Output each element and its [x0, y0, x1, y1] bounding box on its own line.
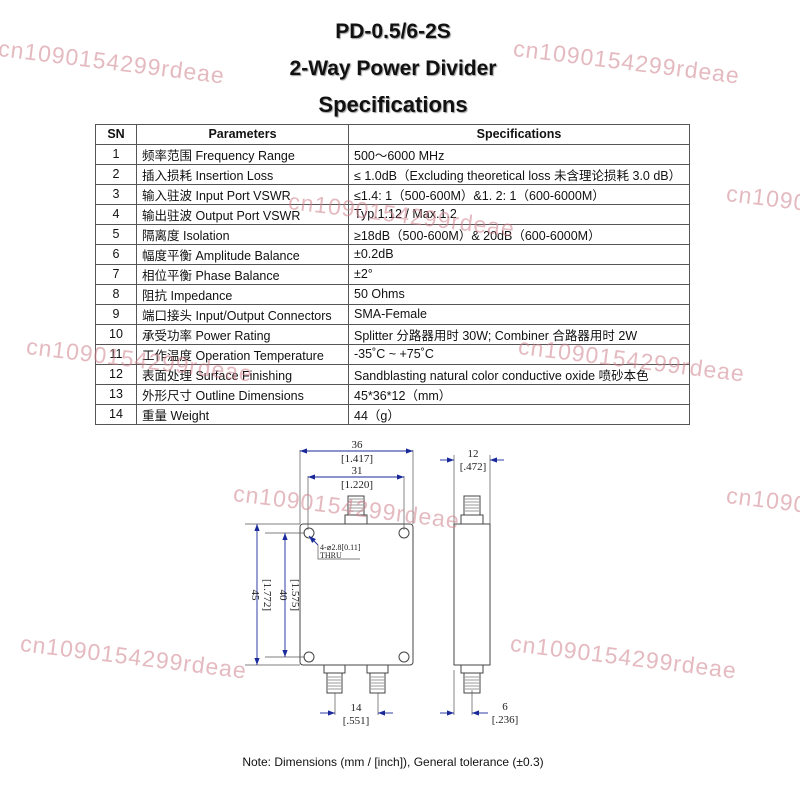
dim-width-mm: 36 [352, 439, 364, 451]
dim-width-in: [1.417] [341, 453, 373, 465]
tolerance-note: Note: Dimensions (mm / [inch]), General … [242, 755, 544, 769]
dim-height-in: [1.772] [261, 579, 273, 611]
row-sn: 10 [95, 323, 137, 345]
row-parameter: 输入驻波 Input Port VSWR [136, 183, 349, 205]
row-specification: ≥18dB（500-600M）& 20dB（600-6000M） [348, 223, 690, 245]
product-title: 2-Way Power Divider [289, 57, 497, 80]
row-parameter: 隔离度 Isolation [136, 223, 349, 245]
section-title: Specifications [318, 92, 468, 117]
row-specification: ≤ 1.0dB（Excluding theoretical loss 未含理论损… [348, 163, 690, 185]
row-specification: 44（g） [348, 403, 690, 425]
row-specification: ±0.2dB [348, 243, 690, 265]
dim-port-offset-mm: 6 [502, 701, 508, 713]
extension-lines [245, 450, 491, 715]
row-parameter: 输出驻波 Output Port VSWR [136, 203, 349, 225]
row-sn: 11 [95, 343, 137, 365]
hole-thru: THRU [320, 551, 342, 560]
row-parameter: 幅度平衡 Amplitude Balance [136, 243, 349, 265]
row-specification: Sandblasting natural color conductive ox… [348, 363, 690, 385]
row-sn: 13 [95, 383, 137, 405]
row-parameter: 承受功率 Power Rating [136, 323, 349, 345]
row-specification: 50 Ohms [348, 283, 690, 305]
mount-hole [303, 651, 315, 663]
input-connector-nut [344, 514, 368, 525]
dim-hole-span-mm: 31 [352, 465, 363, 477]
row-specification: Splitter 分路器用时 30W; Combiner 合路器用时 2W [348, 323, 690, 345]
mount-hole [398, 651, 410, 663]
dim-height-mm: 45 [249, 590, 261, 602]
thread-lines [328, 498, 479, 690]
row-parameter: 插入损耗 Insertion Loss [136, 163, 349, 185]
row-specification: 500～6000 MHz [348, 143, 690, 165]
dim-port-spacing-in: [.551] [343, 715, 370, 727]
dim-thickness-mm: 12 [468, 448, 479, 460]
dim-hole-height-in: [1.575] [289, 579, 301, 611]
hole-callout: 4-⌀2.8[0.11] [320, 543, 361, 552]
row-parameter: 表面处理 Surface Finishing [136, 363, 349, 385]
dim-port-spacing-mm: 14 [351, 702, 363, 714]
front-view [299, 495, 414, 694]
row-specification: ±2° [348, 263, 690, 285]
row-specification: ≤1.4: 1（500-600M）&1. 2: 1（600-6000M） [348, 183, 690, 205]
dim-hole-height-mm: 40 [277, 590, 289, 602]
output-connector-2 [369, 672, 386, 694]
dim-port-offset-in: [.236] [492, 714, 519, 726]
dim-thickness-in: [.472] [460, 461, 487, 473]
row-parameter: 重量 Weight [136, 403, 349, 425]
output-connector-1 [326, 672, 343, 694]
side-view [453, 495, 491, 694]
input-connector-thread [347, 495, 365, 516]
col-sn: SN [95, 124, 137, 145]
dim-hole-span-in: [1.220] [341, 479, 373, 491]
row-specification: Typ.1.12 / Max.1.2 [348, 203, 690, 225]
dimension-lines [254, 448, 504, 716]
model-title: PD-0.5/6-2S [335, 20, 451, 43]
